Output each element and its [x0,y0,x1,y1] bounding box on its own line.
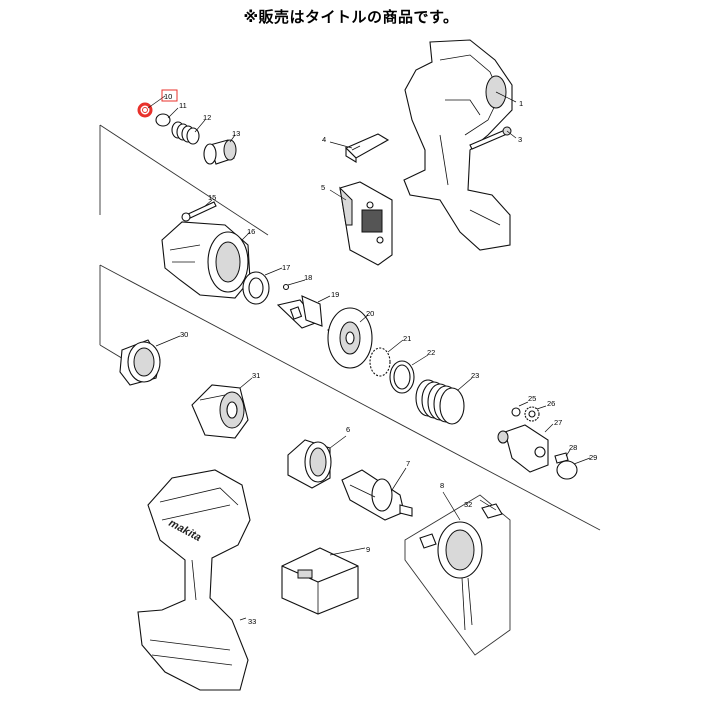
label-part-13: 13 [232,129,240,138]
ball-part-25[interactable] [511,407,521,417]
label-part-25: 25 [528,394,536,403]
label-part-17: 17 [282,263,290,272]
terminal-block-part[interactable] [281,547,359,615]
o-ring-part-11[interactable] [155,113,171,127]
pin-part-28[interactable] [554,452,569,464]
rotor-part[interactable] [341,469,413,521]
sleeve-part-13[interactable] [203,139,237,165]
stator-part[interactable] [287,439,332,489]
hammer-case-part[interactable] [161,221,251,299]
label-part-1: 1 [519,99,523,108]
label-part-11: 11 [179,101,187,110]
label-part-10: 10 [164,92,172,101]
label-part-21: 21 [403,334,411,343]
label-part-26: 26 [547,399,555,408]
label-part-16: 16 [247,227,255,236]
leader-lines [147,91,591,621]
housing-left-part[interactable]: makita [137,469,251,691]
label-part-6: 6 [346,425,350,434]
label-part-23: 23 [471,371,479,380]
washer-part-22[interactable] [389,360,415,394]
switch-lever-part[interactable] [345,133,390,163]
compression-spring-part[interactable] [415,379,465,425]
label-part-33: 33 [248,617,256,626]
highlight-box-part-10 [161,89,178,102]
label-part-18: 18 [304,273,312,282]
bracket-part-32[interactable] [481,503,503,519]
ring-part-29[interactable] [556,460,578,480]
label-part-15: 15 [208,193,216,202]
switch-part[interactable] [339,181,393,266]
label-part-5: 5 [321,183,325,192]
label-part-30: 30 [180,330,188,339]
pin-part-18[interactable] [282,283,290,291]
label-part-3: 3 [518,135,522,144]
housing-right-part[interactable] [403,39,513,251]
part-labels: 1 3 4 5 6 7 8 9 10 11 12 13 15 16 17 18 … [161,89,597,626]
spindle-part[interactable] [497,424,549,473]
washer-part-17[interactable] [242,271,270,305]
label-part-7: 7 [406,459,410,468]
steel-ball-ring-part[interactable] [369,347,391,377]
gear-part-26[interactable] [524,406,540,422]
retaining-ring-part-10[interactable] [137,102,153,118]
label-part-28: 28 [569,443,577,452]
label-part-29: 29 [589,453,597,462]
screw-part-3[interactable] [469,126,512,150]
front-cover-part[interactable] [191,384,249,439]
label-part-12: 12 [203,113,211,122]
bumper-part[interactable] [119,339,161,386]
screw-part-15[interactable] [181,201,217,222]
label-part-32: 32 [464,500,472,509]
label-part-20: 20 [366,309,374,318]
hammer-part[interactable] [327,307,373,369]
spring-part-12[interactable] [171,121,200,145]
controller-assembly-part[interactable] [404,494,511,656]
anvil-part[interactable] [276,295,323,329]
label-part-22: 22 [427,348,435,357]
label-part-19: 19 [331,290,339,299]
sales-note: ※販売はタイトルの商品です。 [243,8,459,26]
label-part-9: 9 [366,545,370,554]
label-part-27: 27 [554,418,562,427]
label-part-31: 31 [252,371,260,380]
label-part-8: 8 [440,481,444,490]
label-part-4: 4 [322,135,326,144]
